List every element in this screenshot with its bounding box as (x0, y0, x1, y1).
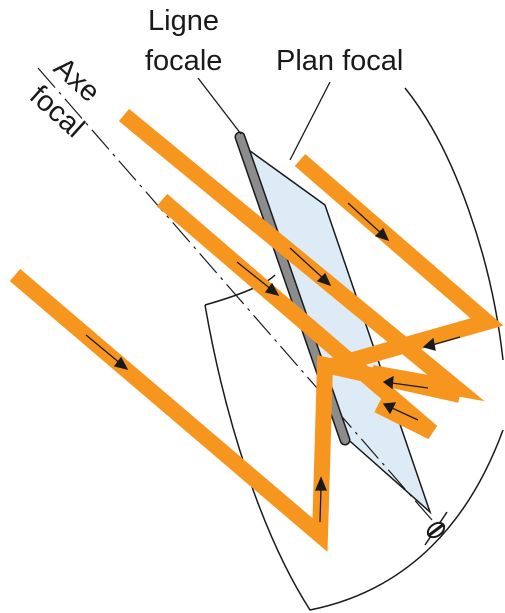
arrow-icon (382, 402, 419, 421)
focal-axis-line (37, 67, 433, 521)
focal-line-label-line1: Ligne (148, 5, 219, 37)
pivot-mount (424, 511, 448, 546)
focal-plane-leader (289, 81, 331, 161)
focal-line-label-line2: focale (145, 45, 222, 77)
arrow-icon (236, 261, 280, 296)
ray-3 (294, 153, 504, 376)
arrow-icon (382, 375, 429, 390)
ray-2 (156, 193, 438, 440)
focal-plane-label: Plan focal (276, 45, 403, 77)
arrow-icon (347, 202, 390, 242)
arrow-icon (289, 247, 332, 287)
arrow-icon (315, 476, 327, 523)
arrow-icon (85, 334, 129, 370)
mirror-top-edge (204, 274, 276, 306)
ray-arrows (85, 202, 461, 523)
mirror-front-edge (204, 304, 504, 611)
focal-line-leader (197, 77, 242, 135)
arrow-icon (422, 336, 461, 351)
